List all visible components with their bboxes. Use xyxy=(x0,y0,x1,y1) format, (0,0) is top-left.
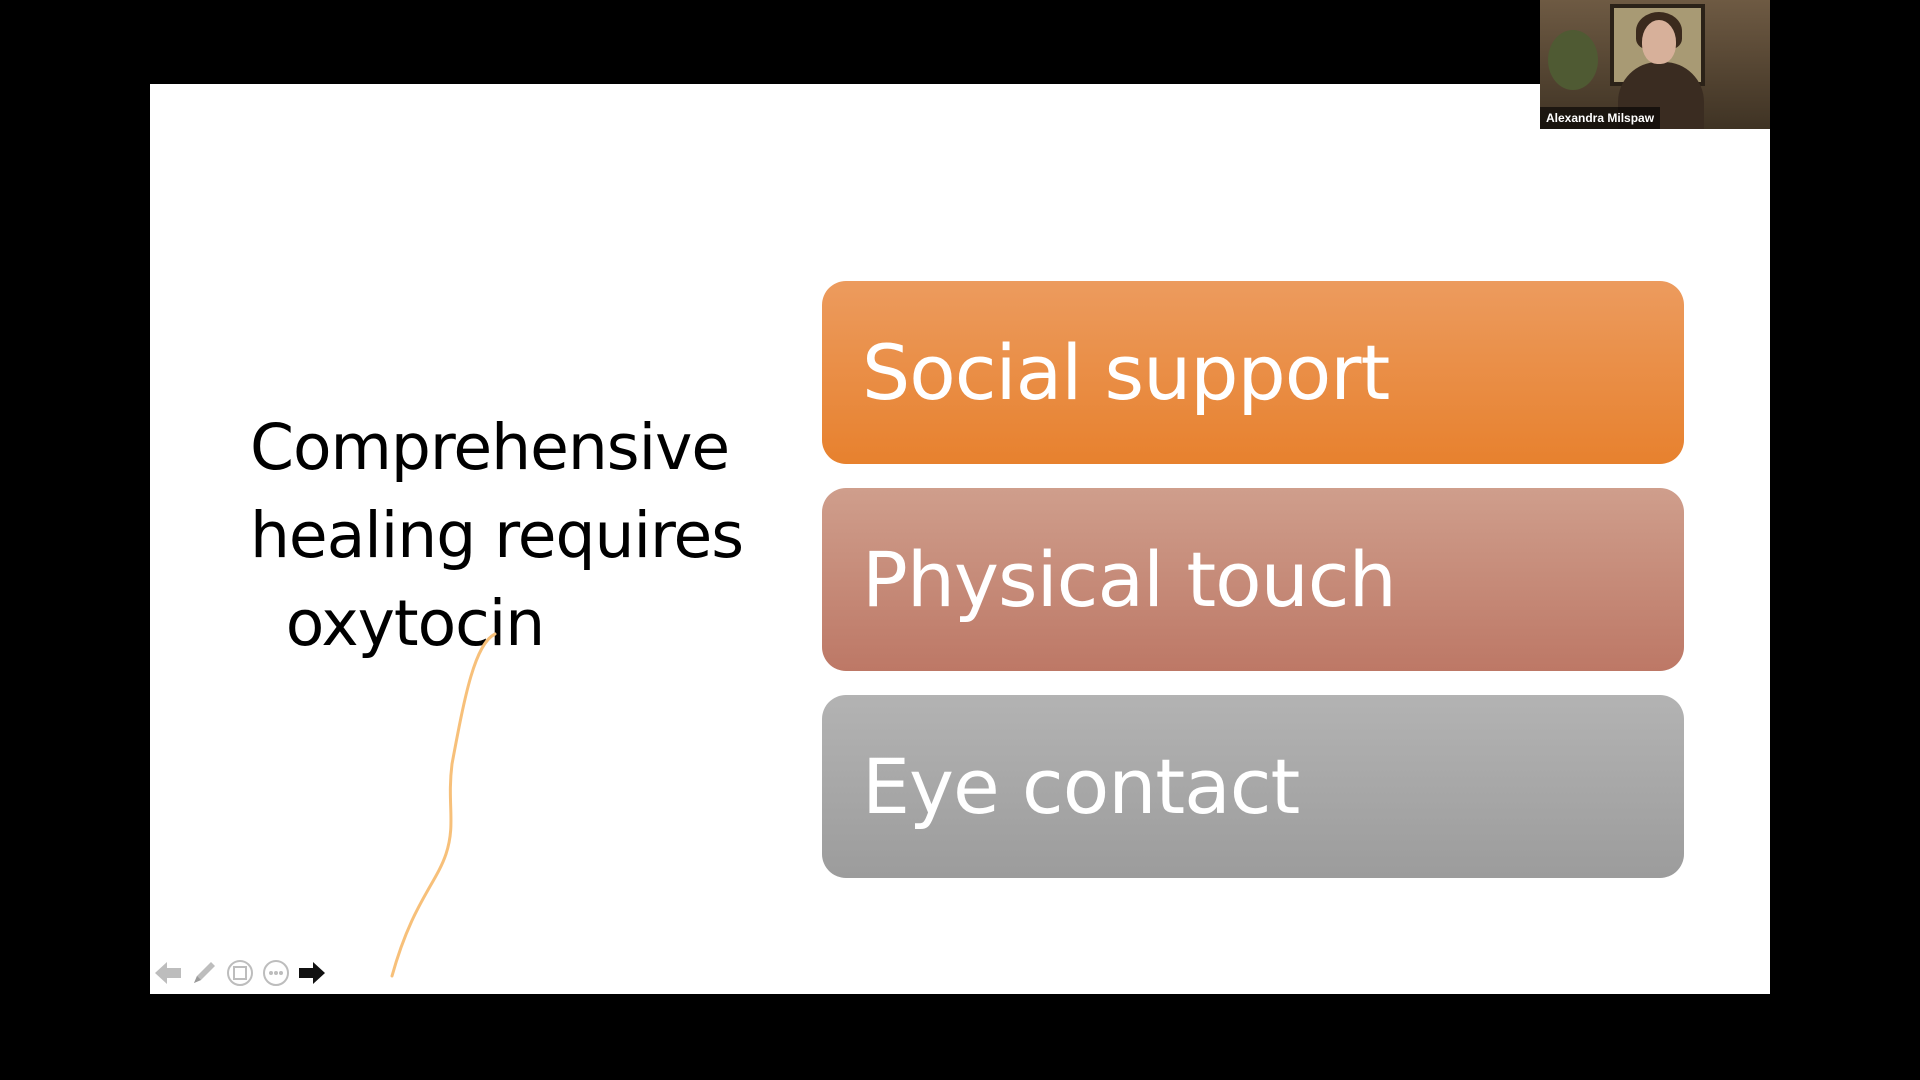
participant-name: Alexandra Milspaw xyxy=(1540,107,1661,129)
block-social-support: Social support xyxy=(822,281,1684,464)
slide-title: Comprehensive healing requires oxytocin xyxy=(250,404,744,668)
participant-video[interactable]: Alexandra Milspaw xyxy=(1540,0,1770,129)
presenter-controls xyxy=(150,952,330,994)
title-line-2: healing requires xyxy=(250,499,744,572)
slide: Comprehensive healing requires oxytocin … xyxy=(150,84,1770,994)
person-head xyxy=(1642,20,1676,64)
title-line-1: Comprehensive xyxy=(250,411,730,484)
arrow-left-icon[interactable] xyxy=(150,955,186,991)
block-label: Eye contact xyxy=(862,742,1300,831)
block-physical-touch: Physical touch xyxy=(822,488,1684,671)
block-label: Physical touch xyxy=(862,535,1397,624)
block-label: Social support xyxy=(862,328,1390,417)
slide-grid-icon[interactable] xyxy=(222,955,258,991)
pen-icon[interactable] xyxy=(186,955,222,991)
plant xyxy=(1548,30,1598,90)
title-line-3: oxytocin xyxy=(285,587,546,660)
block-eye-contact: Eye contact xyxy=(822,695,1684,878)
arrow-right-icon[interactable] xyxy=(294,955,330,991)
more-options-icon[interactable] xyxy=(258,955,294,991)
